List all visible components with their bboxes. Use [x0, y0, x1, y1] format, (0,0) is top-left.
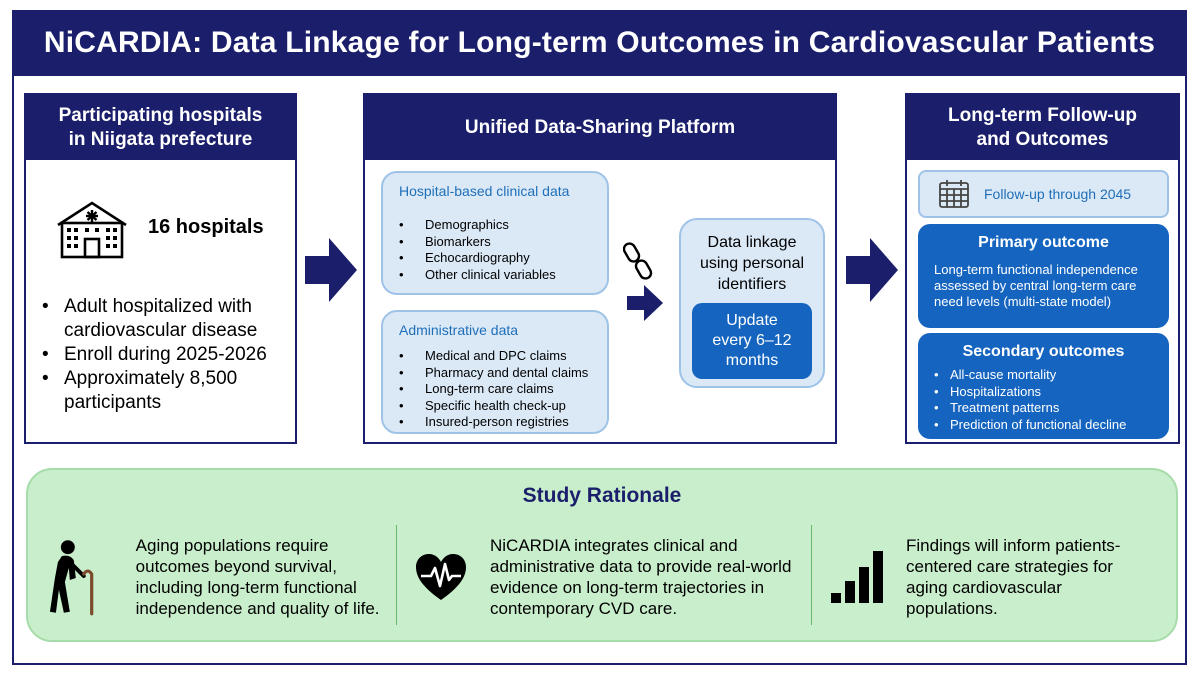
list-item: Biomarkers: [397, 234, 556, 251]
list-item: Treatment patterns: [932, 400, 1169, 417]
hospitals-panel: Participating hospitals in Niigata prefe…: [24, 93, 297, 444]
list-item: All-cause mortality: [932, 367, 1169, 384]
outcomes-heading-line2: and Outcomes: [976, 128, 1109, 150]
primary-outcome-card: Primary outcome Long-term functional ind…: [918, 224, 1169, 328]
clinical-data-title: Hospital-based clinical data: [399, 183, 570, 199]
linkage-line1: Data linkage: [707, 234, 797, 251]
calendar-icon: [939, 180, 969, 208]
update-line1: Update: [726, 312, 778, 329]
rationale-findings-text: Findings will inform patients-centered c…: [906, 536, 1121, 618]
list-item: Long-term care claims: [397, 381, 588, 398]
list-item: Adult hospitalized with cardiovascular d…: [38, 295, 295, 343]
heart-pulse-icon: [416, 554, 466, 600]
list-item: Demographics: [397, 217, 556, 234]
platform-panel-heading: Unified Data-Sharing Platform: [365, 95, 835, 160]
outcomes-panel-heading: Long-term Follow-up and Outcomes: [907, 95, 1178, 160]
list-item: Approximately 8,500 participants: [38, 367, 295, 415]
list-item: Insured-person registries: [397, 414, 588, 431]
outcomes-panel: Long-term Follow-up and Outcomes Follow-…: [905, 93, 1180, 444]
column-divider: [811, 525, 812, 625]
primary-outcome-title: Primary outcome: [978, 234, 1109, 251]
list-item: Echocardiography: [397, 250, 556, 267]
enrollment-list: Adult hospitalized with cardiovascular d…: [38, 295, 295, 415]
hospitals-panel-heading: Participating hospitals in Niigata prefe…: [26, 95, 295, 160]
rationale-aging-text: Aging populations require outcomes beyon…: [135, 536, 380, 618]
list-item: Specific health check-up: [397, 398, 588, 415]
list-item: Hospitalizations: [932, 384, 1169, 401]
rationale-column-aging: Aging populations require outcomes beyon…: [44, 532, 394, 622]
secondary-outcomes-card: Secondary outcomes All-cause mortality H…: [918, 333, 1169, 439]
update-line3: months: [725, 352, 779, 369]
clinical-data-card: Hospital-based clinical data Demographic…: [381, 171, 609, 295]
study-rationale-title: Study Rationale: [522, 484, 682, 507]
hospitals-heading-line1: Participating hospitals: [58, 104, 263, 126]
administrative-data-list: Medical and DPC claims Pharmacy and dent…: [397, 348, 588, 431]
hospitals-heading-line2: in Niigata prefecture: [68, 128, 253, 150]
followup-card: Follow-up through 2045: [918, 170, 1169, 218]
flow-arrow-icon: [846, 238, 898, 302]
hospital-icon: [57, 201, 127, 259]
primary-outcome-text: Long-term functional independence assess…: [934, 262, 1138, 309]
list-item: Enroll during 2025-2026: [38, 343, 295, 367]
followup-text: Follow-up through 2045: [984, 186, 1132, 202]
clinical-data-list: Demographics Biomarkers Echocardiography…: [397, 217, 556, 283]
rationale-integration-text: NiCARDIA integrates clinical and adminis…: [490, 536, 792, 618]
hospital-count: 16 hospitals: [148, 215, 264, 238]
outcomes-heading-line1: Long-term Follow-up: [948, 104, 1137, 126]
linkage-line3: identifiers: [717, 276, 787, 293]
study-rationale-panel: Study Rationale Aging populations requir…: [26, 468, 1178, 642]
secondary-outcomes-title: Secondary outcomes: [962, 343, 1125, 360]
update-frequency-box: Update every 6–12 months: [692, 303, 812, 379]
rationale-column-integration: NiCARDIA integrates clinical and adminis…: [414, 532, 814, 622]
chain-link-icon: [623, 242, 653, 280]
list-item: Prediction of functional decline: [932, 417, 1169, 434]
list-item: Pharmacy and dental claims: [397, 365, 588, 382]
linkage-line2: using personal: [699, 255, 805, 272]
list-item: Other clinical variables: [397, 267, 556, 284]
secondary-outcomes-list: All-cause mortality Hospitalizations Tre…: [932, 367, 1169, 433]
platform-panel: Unified Data-Sharing Platform Hospital-b…: [363, 93, 837, 444]
update-line2: every 6–12: [712, 332, 792, 349]
column-divider: [396, 525, 397, 625]
page-title: NiCARDIA: Data Linkage for Long-term Out…: [12, 10, 1187, 76]
flow-arrow-icon: [305, 238, 357, 302]
linkage-card: Data linkage using personal identifiers …: [679, 218, 825, 388]
small-arrow-icon: [627, 285, 663, 321]
administrative-data-card: Administrative data Medical and DPC clai…: [381, 310, 609, 434]
administrative-data-title: Administrative data: [399, 322, 519, 338]
elderly-person-icon: [49, 540, 94, 616]
hospital-count-row: 16 hospitals: [54, 195, 264, 259]
bar-chart-icon: [831, 551, 883, 603]
rationale-column-findings: Findings will inform patients-centered c…: [830, 532, 1170, 622]
list-item: Medical and DPC claims: [397, 348, 588, 365]
